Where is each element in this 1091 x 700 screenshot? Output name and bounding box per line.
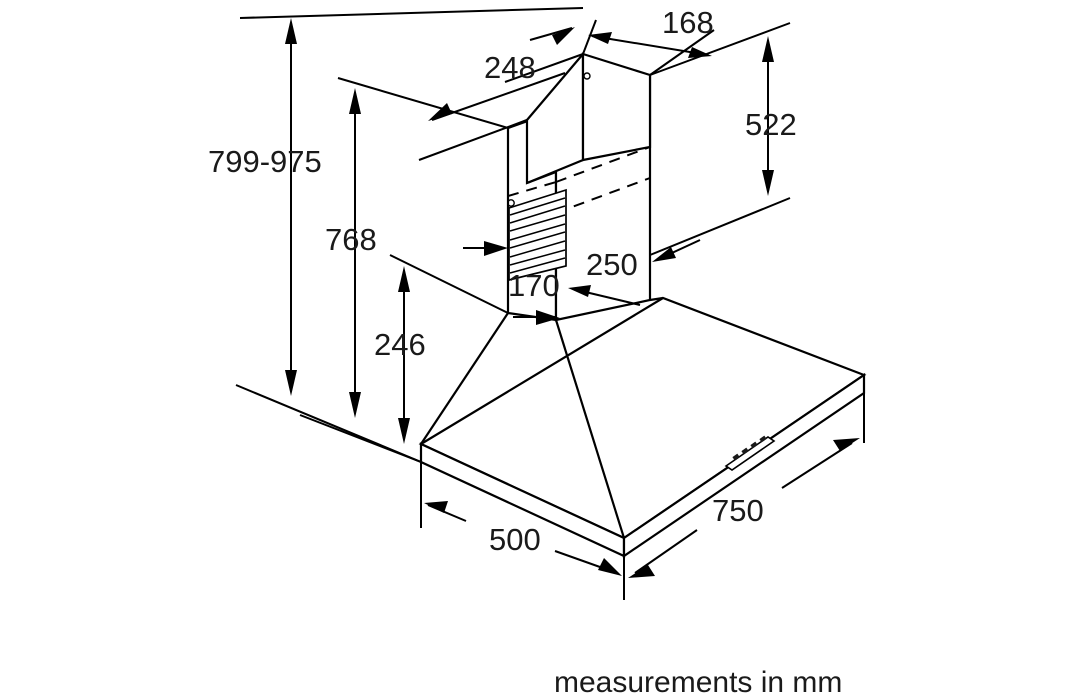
arrowhead-left [428,103,452,121]
arrowhead-up [762,36,774,62]
control-button[interactable] [732,453,740,461]
canopy-ridge-front [554,319,626,539]
screw-hole-icon [583,72,591,80]
arrowhead-left [424,501,448,513]
canopy-ridge-back [649,296,664,302]
control-button[interactable] [750,441,758,449]
hidden-edge-left [507,181,557,197]
control-button[interactable] [741,447,749,455]
vent-slats [508,188,567,282]
arrowhead-down [762,170,774,196]
dimension-hood-depth: 500 [420,462,625,600]
arrowhead-up [398,266,410,292]
hidden-edge-lower [555,177,651,214]
dimension-label-chimney-depth: 248 [484,50,536,85]
hood-canopy [418,296,867,559]
arrowhead-down [285,370,297,396]
dimension-height-range: 799-975 [208,7,584,463]
dimension-label-height-range: 799-975 [208,144,322,179]
arrowhead-up [285,18,297,44]
arrowhead-right [536,310,560,325]
dimension-label-hood-width: 750 [712,493,764,528]
dimension-label-chimney-width-top: 168 [662,5,714,40]
canopy-ridge-left [420,312,509,445]
arrowhead-down [398,418,410,444]
dimension-label-hood-depth: 500 [489,522,541,557]
arrowhead-left [652,247,676,262]
chimney-upper [507,51,652,185]
dimension-label-chimney-height: 768 [325,222,377,257]
arrowhead-left [588,32,612,44]
canopy-top-surface [418,296,867,540]
arrowhead-right [598,558,622,576]
arrowhead-right [552,27,575,45]
screw-hole-icon [507,199,515,207]
arrowhead-down [349,392,361,418]
dimension-chimney-depth: 248 [418,27,584,161]
dimension-lower-chimney-width: 170 [463,241,560,325]
dimension-canopy-height: 246 [371,254,509,463]
arrowhead-left [568,285,591,297]
hidden-edge-right [555,146,651,183]
arrowhead-right [833,438,860,451]
dimension-hood-width: 750 [623,393,865,600]
dimension-chimney-width-top: 168 [582,5,715,76]
control-panel[interactable] [724,435,776,471]
arrowhead-up [349,88,361,114]
dimension-label-canopy-height: 246 [374,327,426,362]
dimension-chimney-drop: 522 [649,22,797,256]
control-button[interactable] [759,435,767,443]
chimney-upper-right-face [581,52,652,162]
dimension-label-lower-chimney-depth: 250 [586,247,638,282]
arrowhead-right [484,241,508,256]
dimension-label-lower-chimney-width: 170 [508,268,560,303]
vent-grille-frame [508,188,567,282]
dimension-label-chimney-drop: 522 [745,107,797,142]
dimension-lower-chimney-depth: 250 [568,239,701,306]
measurement-units-caption: measurements in mm [554,666,842,699]
arrowhead-left [628,565,655,578]
upper-shoulder-foot [526,170,557,185]
